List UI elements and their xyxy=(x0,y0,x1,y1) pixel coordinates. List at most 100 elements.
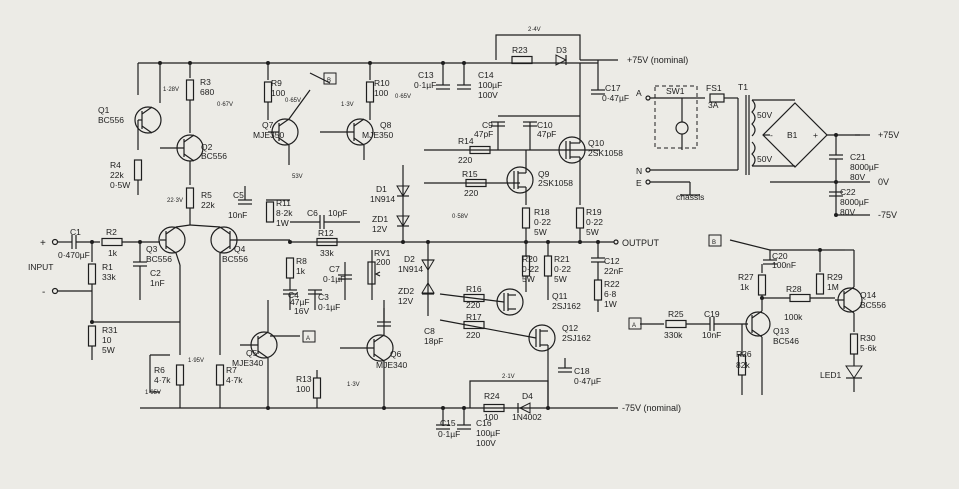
r26-val: 82k xyxy=(736,360,750,370)
c6-val: 10pF xyxy=(328,208,347,218)
volt-067: 0·67V xyxy=(217,102,233,108)
r20-val: 0·22 xyxy=(522,264,539,274)
r11-ref: R11 xyxy=(276,198,291,208)
c3-ref: C3 xyxy=(318,292,329,302)
c16-val: 100µF xyxy=(476,428,500,438)
r9-val: 100 xyxy=(271,88,285,98)
q13-ref: Q13 xyxy=(773,326,789,336)
c14-val: 100µF xyxy=(478,80,502,90)
r31-watt: 5W xyxy=(102,345,115,355)
c7-val: 0·1µF xyxy=(323,274,345,284)
r23-ref: R23 xyxy=(512,45,528,55)
c22-volt: 80V xyxy=(840,207,855,217)
q5-val: MJE340 xyxy=(232,358,263,368)
c16-volt: 100V xyxy=(476,438,496,448)
psu-neg: -75V xyxy=(878,210,897,220)
volt-53: 53V xyxy=(292,174,303,180)
psu-n: N xyxy=(636,166,642,176)
r22-watt: 1W xyxy=(604,299,617,309)
psu-plus: + xyxy=(813,130,818,140)
c17-ref: C17 xyxy=(605,83,621,93)
q8-ref: Q8 xyxy=(380,120,392,130)
r18-val: 0·22 xyxy=(534,217,551,227)
c10-ref: C10 xyxy=(537,120,553,130)
net-a-box-mid xyxy=(302,330,316,343)
feedback-network xyxy=(283,215,360,310)
r24-val: 100 xyxy=(484,412,498,422)
r7-ref: R7 xyxy=(226,365,237,375)
c17-val: 0·47µF xyxy=(602,93,629,103)
c15-ref: C15 xyxy=(440,418,456,428)
q10-ref: Q10 xyxy=(588,138,604,148)
c9-ref: C9 xyxy=(482,120,493,130)
c19-ref: C19 xyxy=(704,309,720,319)
d4-val: 1N4002 xyxy=(512,412,542,422)
c6-ref: C6 xyxy=(307,208,318,218)
rv1-ref: RV1 xyxy=(374,248,391,258)
r13-val: 100 xyxy=(296,384,310,394)
r15-ref: R15 xyxy=(462,169,478,179)
c21-val: 8000µF xyxy=(850,162,879,172)
volt-065a: 0·65V xyxy=(285,98,301,104)
r3-ref: R3 xyxy=(200,77,211,87)
d2-val: 1N914 xyxy=(398,264,423,274)
net-a-box-led xyxy=(628,317,642,330)
q7-val: MJE350 xyxy=(253,130,284,140)
q2-val: BC556 xyxy=(201,151,227,161)
psu-fs1: FS1 xyxy=(706,83,722,93)
c22-val: 8000µF xyxy=(840,197,869,207)
led1-ref: LED1 xyxy=(820,370,842,380)
psu-e: E xyxy=(636,178,642,188)
r15-val: 220 xyxy=(464,188,478,198)
r8-val: 1k xyxy=(296,266,306,276)
power-supply xyxy=(645,85,870,216)
input-plus: + xyxy=(40,238,46,249)
zd2-val: 12V xyxy=(398,296,413,306)
r1-ref: R1 xyxy=(102,262,113,272)
c21-volt: 80V xyxy=(850,172,865,182)
r10-ref: R10 xyxy=(374,78,390,88)
c21-ref: C21 xyxy=(850,152,866,162)
c4-volt: 16V xyxy=(294,306,309,316)
r16-ref: R16 xyxy=(466,284,482,294)
q3-ref: Q3 xyxy=(146,244,158,254)
r13-ref: R13 xyxy=(296,374,312,384)
d1-ref: D1 xyxy=(376,184,387,194)
c8-val: 18pF xyxy=(424,336,443,346)
net-b-box-top xyxy=(323,72,337,85)
rv1-val: 200 xyxy=(376,257,390,267)
psu-pos: +75V xyxy=(878,130,899,140)
r24-ref: R24 xyxy=(484,391,500,401)
input-section xyxy=(51,235,180,360)
r4-ref: R4 xyxy=(110,160,121,170)
volt-195b: 1·95V xyxy=(145,390,161,396)
volt-24: 2·4V xyxy=(528,27,541,33)
zd2-ref: ZD2 xyxy=(398,286,414,296)
input-label: INPUT xyxy=(28,262,54,272)
c3-val: 0·1µF xyxy=(318,302,340,312)
r21-val: 0·22 xyxy=(554,264,571,274)
input-minus: - xyxy=(42,287,45,298)
r30-val: 5·6k xyxy=(860,343,877,353)
psu-w1: 50V xyxy=(757,110,772,120)
r19-ref: R19 xyxy=(586,207,602,217)
vas-current-mirror xyxy=(149,300,394,408)
volt-223: 22·3V xyxy=(167,198,183,204)
c12-val: 22nF xyxy=(604,266,623,276)
r11-val: 8·2k xyxy=(276,208,293,218)
r22-val: 6·8 xyxy=(604,289,617,299)
volt-21: 2·1V xyxy=(502,374,515,380)
q14-ref: Q14 xyxy=(860,290,876,300)
led-net-a-label: A xyxy=(632,323,636,329)
r2-val: 1k xyxy=(108,248,118,258)
c9-val: 47pF xyxy=(474,129,493,139)
volt-13b: 1·3V xyxy=(347,382,360,388)
r27-val: 1k xyxy=(740,282,750,292)
r4-val: 22k xyxy=(110,170,124,180)
q1-val: BC556 xyxy=(98,115,124,125)
c20-val: 100nF xyxy=(772,260,796,270)
c7-ref: C7 xyxy=(329,264,340,274)
labels: +75V (nominal) -75V (nominal) OUTPUT INP… xyxy=(28,27,899,448)
r5-ref: R5 xyxy=(201,190,212,200)
